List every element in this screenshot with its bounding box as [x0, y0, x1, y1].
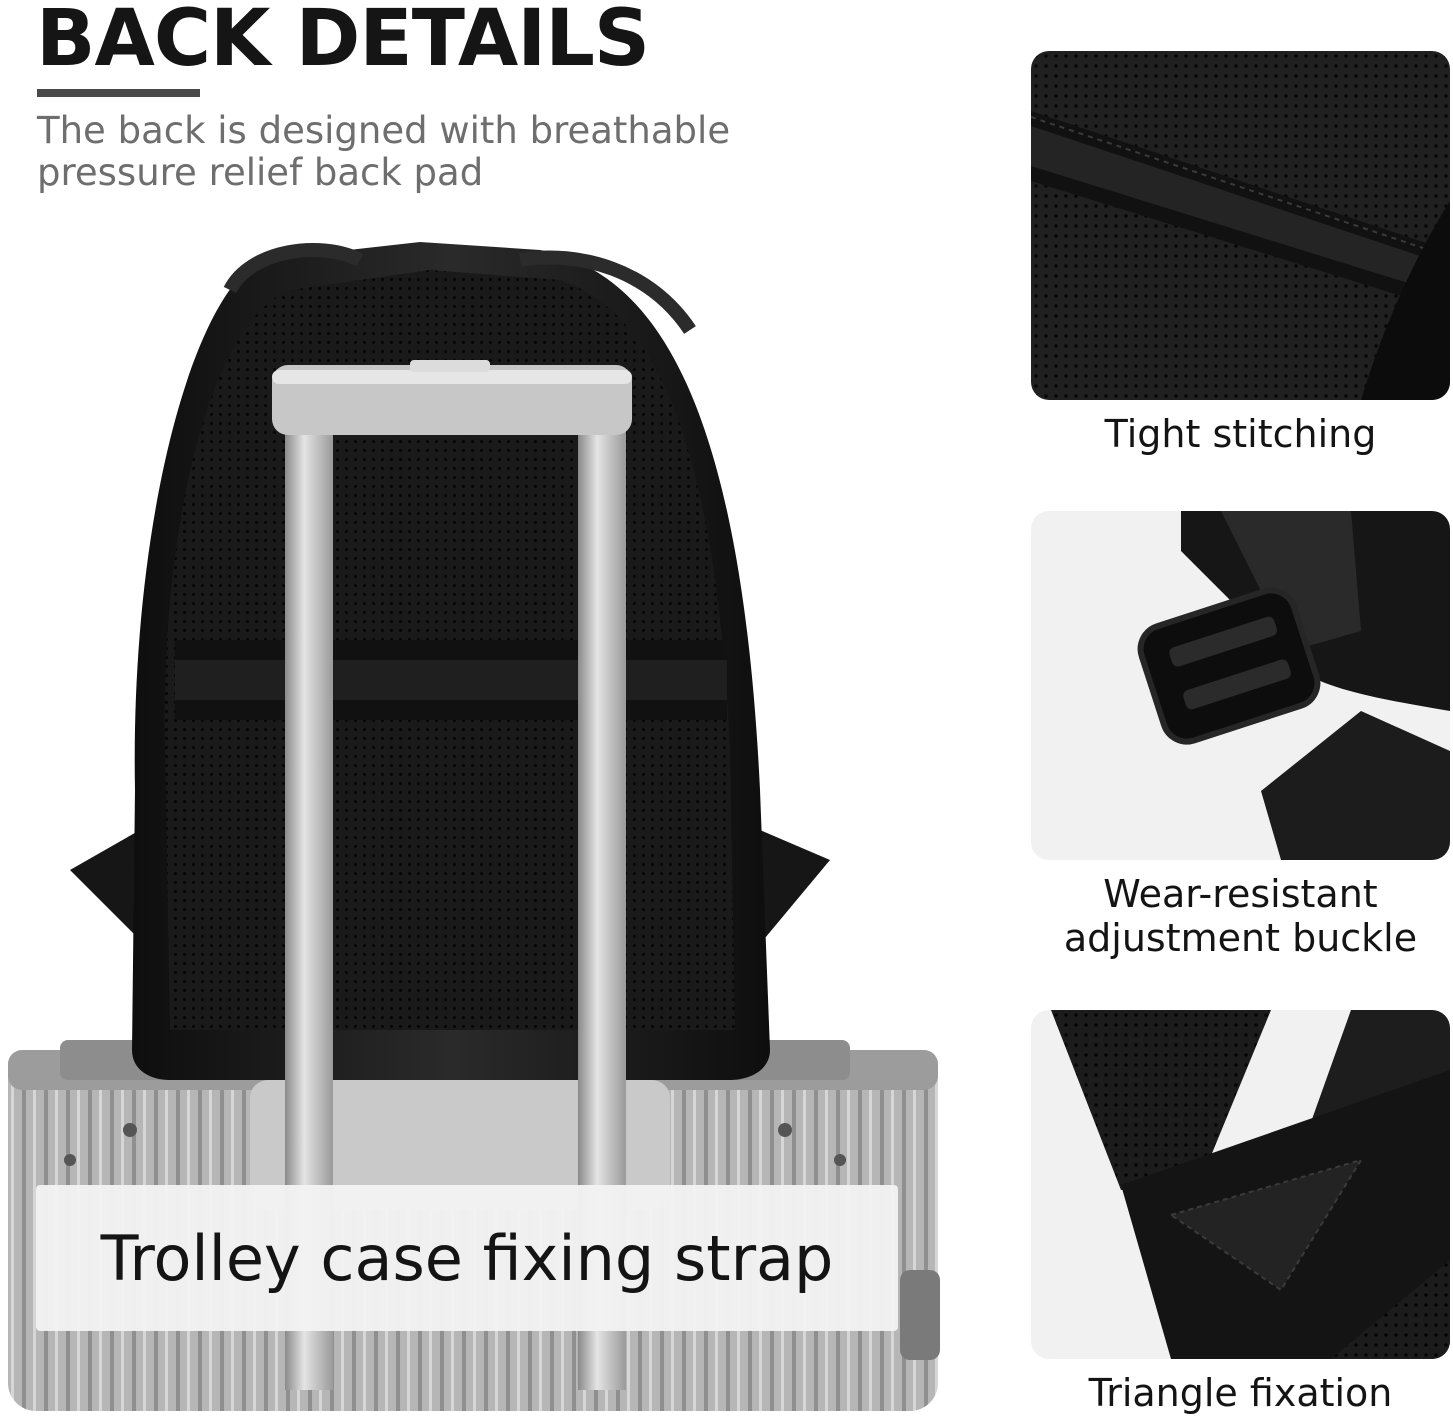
- backpack-side-pocket-left: [70, 830, 150, 950]
- backpack-side-pocket-right: [755, 830, 830, 950]
- hero-caption: Trolley case fixing strap: [100, 1221, 834, 1295]
- page-subtitle: The back is designed with breathable pre…: [37, 109, 731, 194]
- detail-caption-stitching: Tight stitching: [1104, 412, 1377, 456]
- hero-caption-banner: Trolley case fixing strap: [36, 1185, 898, 1331]
- detail-photo-triangle: [1031, 1010, 1450, 1359]
- detail-photo-stitching: [1031, 51, 1450, 400]
- detail-caption-triangle: Triangle fixation: [1088, 1371, 1393, 1415]
- detail-caption-buckle: Wear-resistant adjustment buckle: [1063, 872, 1418, 960]
- page-title: BACK DETAILS: [36, 0, 650, 84]
- title-underline: [37, 89, 200, 97]
- detail-photo-buckle: [1031, 511, 1450, 860]
